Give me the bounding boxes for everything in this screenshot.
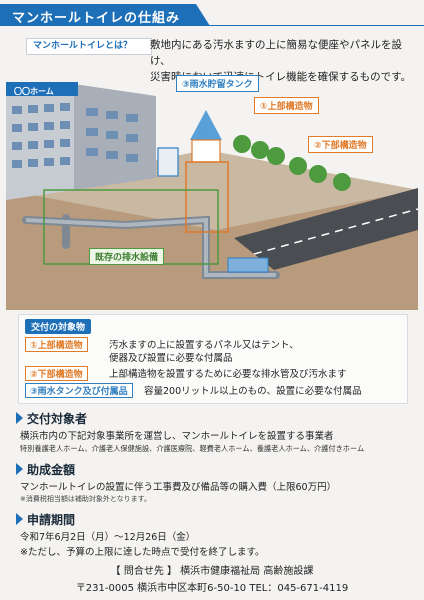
eligible-item-1: ①上部構造物 bbox=[25, 337, 88, 352]
header-rule bbox=[0, 25, 424, 26]
eligible-item-2-line-1: 上部構造物を設置するために必要な排水管及び汚水ます bbox=[109, 369, 347, 380]
trees bbox=[233, 135, 351, 191]
eligible-items-box: 交付の対象物 ①上部構造物 汚水ますの上に設置するパネル又はテント、 便器及び設… bbox=[18, 314, 408, 404]
eligible-item-2-tag: ②下部構造物 bbox=[25, 366, 88, 381]
eligible-item-1-line-2: 便器及び設置に必要な付属品 bbox=[109, 353, 233, 364]
road-line bbox=[253, 208, 419, 255]
intro-question: マンホールトイレとは？ bbox=[26, 38, 152, 55]
subsidy-note: ※消費税相当額は補助対象外となります。 bbox=[20, 495, 151, 503]
lower-structure-outline bbox=[185, 161, 229, 233]
upper-structure-label: ①上部構造物 bbox=[254, 97, 319, 114]
triangle-bullet-icon bbox=[16, 513, 23, 525]
contact-line-1: 【 問合せ先 】 横浜市健康福祉局 高齢施設課 bbox=[110, 566, 314, 577]
subsidy-heading: 助成金額 bbox=[16, 461, 75, 478]
building-label: 〇〇ホーム bbox=[14, 87, 54, 96]
building-windows bbox=[12, 103, 138, 168]
intro-line-1: 敷地内にある汚水ますの上に簡易な便座やパネルを設け、 bbox=[150, 39, 402, 67]
recipients-line-1: 横浜市内の下記対象事業所を運営し、マンホールトイレを設置する事業者 bbox=[20, 431, 334, 442]
toilet-tent bbox=[190, 110, 222, 140]
period-heading: 申請期間 bbox=[16, 511, 75, 528]
illustration-svg bbox=[6, 82, 419, 310]
water-channel bbox=[227, 257, 269, 273]
recipients-heading-text: 交付対象者 bbox=[27, 412, 88, 426]
subsidy-heading-text: 助成金額 bbox=[27, 463, 76, 477]
eligible-item-3-line-1: 容量200リットル以上のもの、設置に必要な付属品 bbox=[144, 386, 362, 397]
eligible-item-1-line-1: 汚水ますの上に設置するパネル又はテント、 bbox=[109, 340, 299, 351]
rain-tank bbox=[157, 147, 179, 177]
triangle-bullet-icon bbox=[16, 463, 23, 475]
contact-line-2: 〒231-0005 横浜市中区本町6-50-10 TEL：045-671-411… bbox=[75, 583, 349, 594]
recipients-line-2: 特別養護老人ホーム、介護老人保健施設、介護医療院、軽費老人ホーム、養護老人ホーム… bbox=[20, 444, 365, 453]
recipients-heading: 交付対象者 bbox=[16, 410, 87, 427]
page-title: マンホールトイレの仕組み bbox=[12, 11, 181, 26]
building-front bbox=[6, 84, 74, 200]
rain-tank-label: ③雨水貯留タンク bbox=[176, 75, 259, 92]
subsidy-line-1: マンホールトイレの設置に伴う工事費及び備品等の購入費（上限60万円） bbox=[20, 482, 337, 493]
eligible-item-1-tag: ①上部構造物 bbox=[25, 337, 88, 352]
triangle-bullet-icon bbox=[16, 412, 23, 424]
period-line-1: 令和7年6月2日（月）～12月26日（金） bbox=[20, 532, 196, 543]
period-line-2: ※ただし、予算の上限に達した時点で受付を終了します。 bbox=[20, 547, 265, 558]
header-banner: マンホールトイレの仕組み bbox=[0, 4, 210, 26]
manhole-toilet-illustration: 〇〇ホーム ③雨水貯留タンク ①上部構造物 ②下部構造物 既存の排水設備 bbox=[6, 70, 419, 310]
road bbox=[234, 188, 418, 270]
eligible-item-3-tag: ③雨水タンク及び付属品 bbox=[25, 383, 133, 398]
lower-structure-label: ②下部構造物 bbox=[308, 136, 373, 153]
building-sign bbox=[6, 82, 78, 96]
eligible-item-2: ②下部構造物 bbox=[25, 366, 88, 381]
toilet-booth bbox=[191, 139, 221, 163]
drain-pipes-highlight bbox=[25, 217, 276, 277]
eligible-items-title: 交付の対象物 bbox=[25, 319, 92, 334]
drain-facility-label: 既存の排水設備 bbox=[89, 248, 165, 265]
eligible-item-3: ③雨水タンク及び付属品 bbox=[25, 383, 133, 398]
period-heading-text: 申請期間 bbox=[27, 513, 76, 527]
